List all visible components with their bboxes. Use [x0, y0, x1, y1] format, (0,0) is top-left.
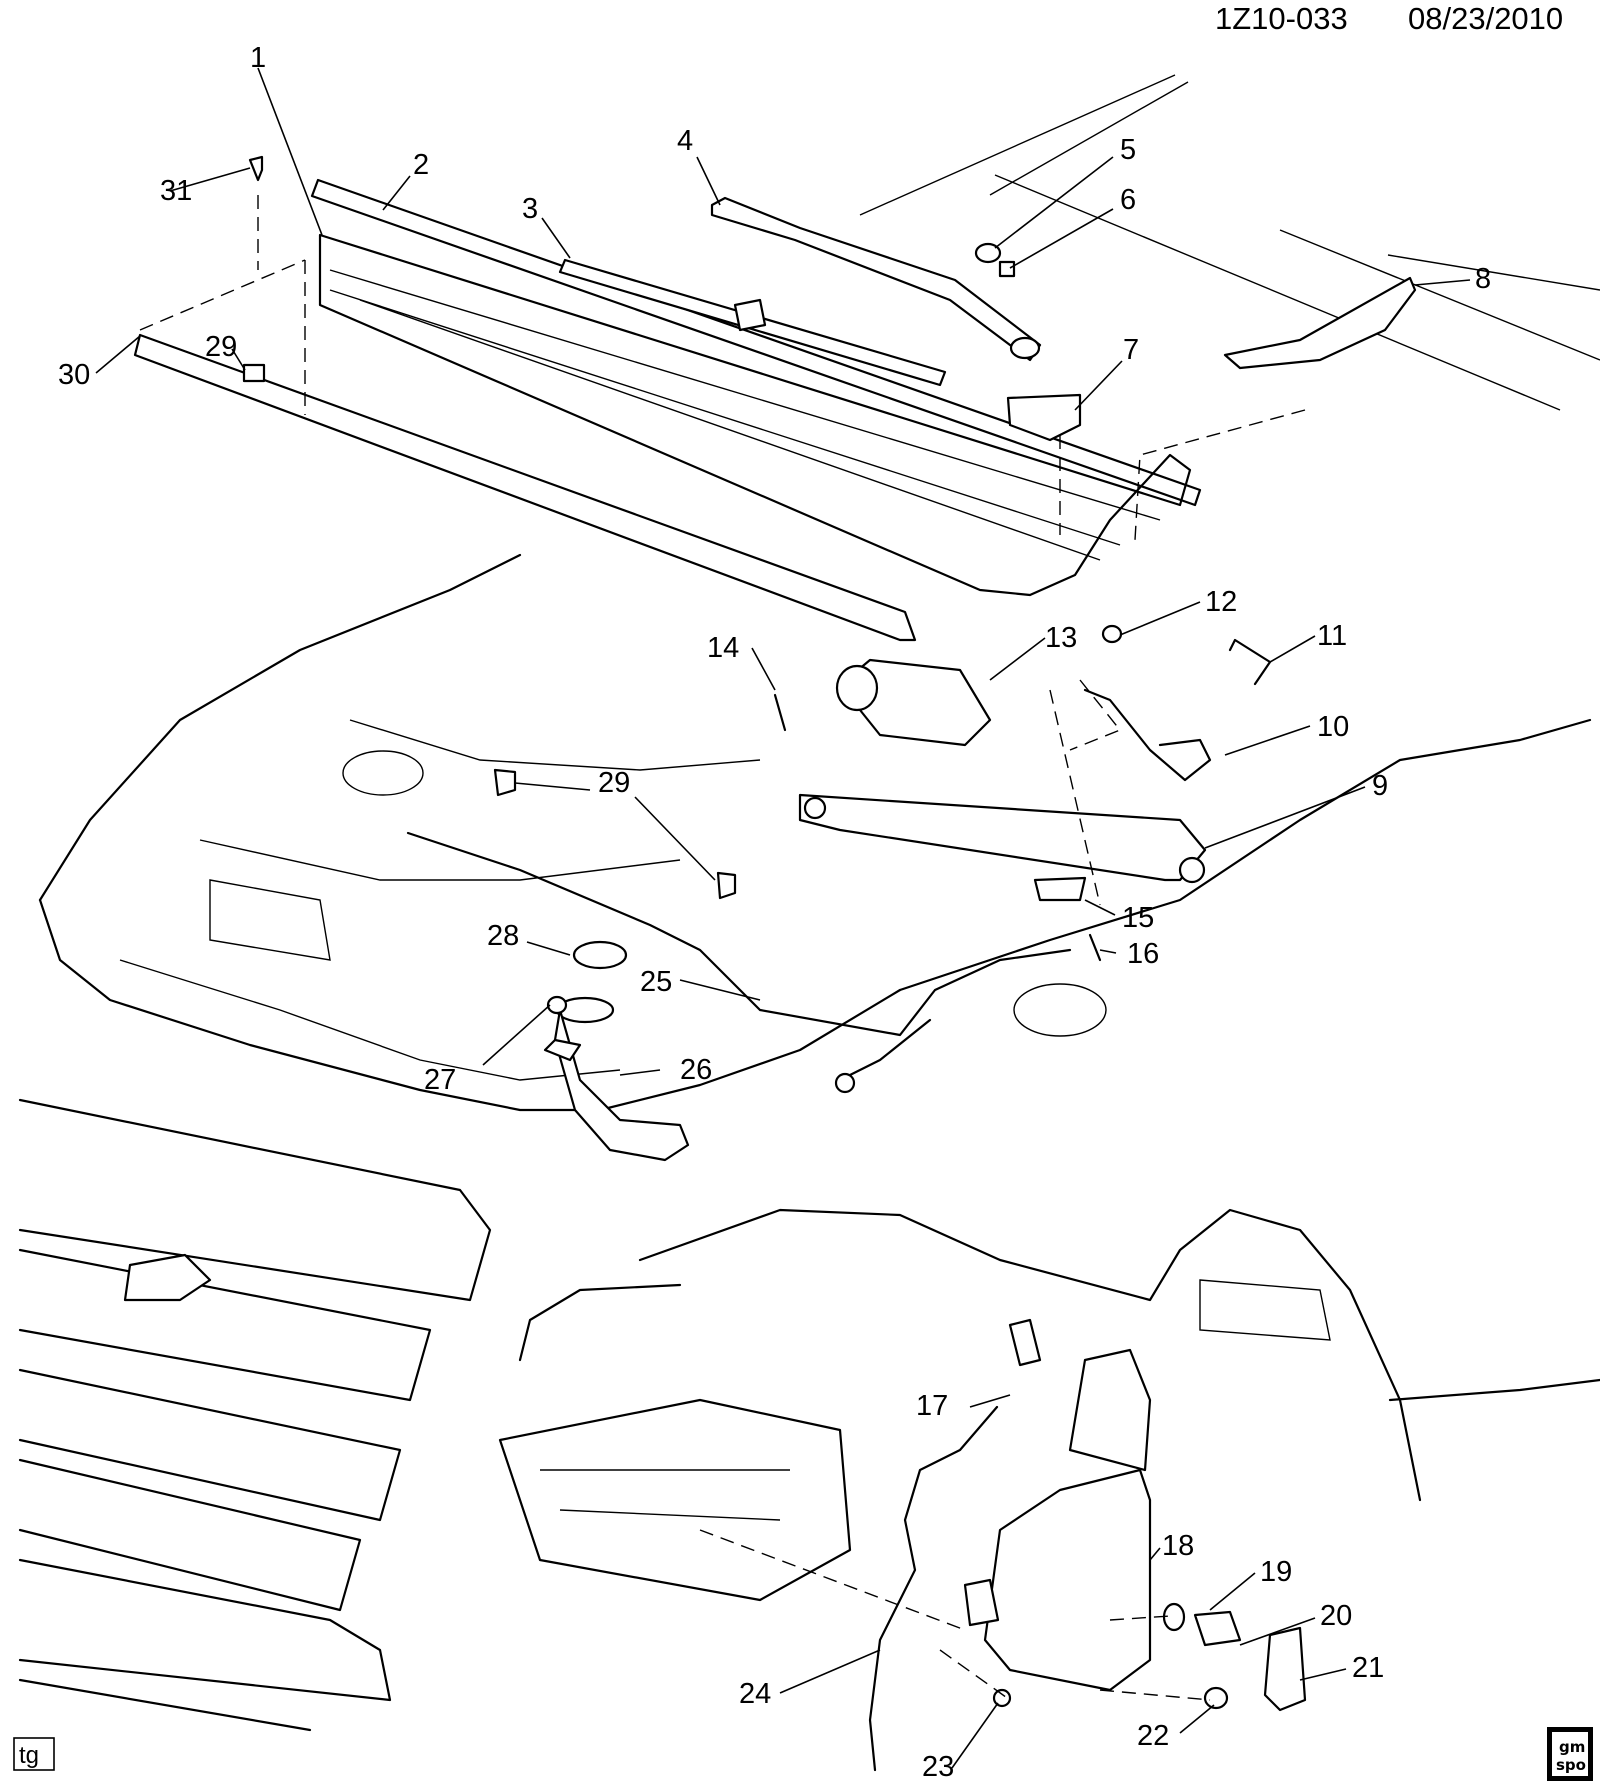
front-structure	[498, 1283, 852, 1602]
callout-9: 9	[1372, 770, 1388, 802]
cowl-bracket	[1006, 393, 1082, 442]
windshield-outline	[859, 74, 1600, 411]
diagram-date: 08/23/2010	[1408, 1, 1563, 36]
callout-12: 12	[1205, 586, 1237, 618]
callout-7: 7	[1123, 334, 1139, 366]
front-grille	[18, 1098, 492, 1732]
callout-3: 3	[522, 193, 538, 225]
artist-initials-box: tg	[13, 1737, 55, 1771]
diagram-id: 1Z10-033	[1215, 1, 1348, 36]
callout-27: 27	[424, 1064, 456, 1096]
callout-numbers: 1 2 3 4 5 6 7 8 9 10 11 12 13 14 15 16 1…	[58, 42, 1491, 1783]
pivot-cap-and-nut	[974, 242, 1016, 278]
callout-29a: 29	[598, 767, 630, 799]
callout-6: 6	[1120, 184, 1136, 216]
wiper-linkage	[798, 793, 1207, 884]
callout-2: 2	[413, 149, 429, 181]
wiring-harness	[1083, 638, 1272, 782]
callout-31: 30	[58, 359, 90, 391]
callout-1: 1	[250, 42, 266, 74]
callout-23: 23	[922, 1751, 954, 1783]
washer-hose	[406, 831, 1072, 1094]
wiper-motor	[835, 658, 992, 747]
washer-filler-neck	[543, 940, 690, 1162]
callout-8: 8	[1475, 263, 1491, 295]
washer-pump-components	[992, 1602, 1307, 1712]
assembly-reference-lines	[139, 195, 1306, 1701]
callout-24: 24	[739, 1678, 771, 1710]
bowtie-emblem	[123, 1253, 212, 1302]
engine-bay-outline	[38, 553, 1592, 1112]
windshield-seal	[310, 178, 1202, 507]
callout-10: 10	[1317, 711, 1349, 743]
grommet-and-bolts	[773, 624, 1123, 962]
callout-20: 20	[1320, 1600, 1352, 1632]
washer-supply-hose	[868, 1405, 999, 1772]
callout-26: 26	[680, 1054, 712, 1086]
callout-4: 4	[677, 125, 693, 157]
cowl-vent-grille	[318, 233, 1192, 597]
callout-30: 29	[205, 331, 237, 363]
callout-11: 11	[1317, 620, 1347, 652]
callout-16: 16	[1127, 938, 1159, 970]
cowl-seal-strip	[133, 333, 917, 642]
wiper-arm-right	[1223, 276, 1417, 370]
callout-19: 19	[1260, 1556, 1292, 1588]
callout-22: 22	[1137, 1720, 1169, 1752]
logo-line-1: gm	[1559, 1738, 1585, 1756]
callout-32: 31	[160, 175, 192, 207]
small-fasteners	[242, 155, 266, 383]
callout-15: 15	[1122, 902, 1154, 934]
wiper-arm	[710, 196, 1042, 362]
callout-18: 18	[1162, 1530, 1194, 1562]
fender-outline	[638, 1208, 1600, 1502]
callout-25: 25	[640, 966, 672, 998]
callout-14: 14	[707, 632, 739, 664]
gm-spo-logo: gm spo	[1547, 1727, 1593, 1781]
artist-initials: tg	[19, 1742, 39, 1769]
callout-13: 13	[1045, 622, 1077, 654]
callout-28: 28	[487, 920, 519, 952]
callout-5: 5	[1120, 134, 1136, 166]
logo-line-2: spo	[1556, 1756, 1586, 1774]
washer-reservoir	[963, 1318, 1152, 1692]
washer-nozzles	[493, 768, 737, 900]
callout-21: 21	[1352, 1652, 1384, 1684]
callout-17: 17	[916, 1390, 948, 1422]
wiper-blade	[558, 258, 947, 387]
leader-lines	[95, 67, 1471, 1769]
